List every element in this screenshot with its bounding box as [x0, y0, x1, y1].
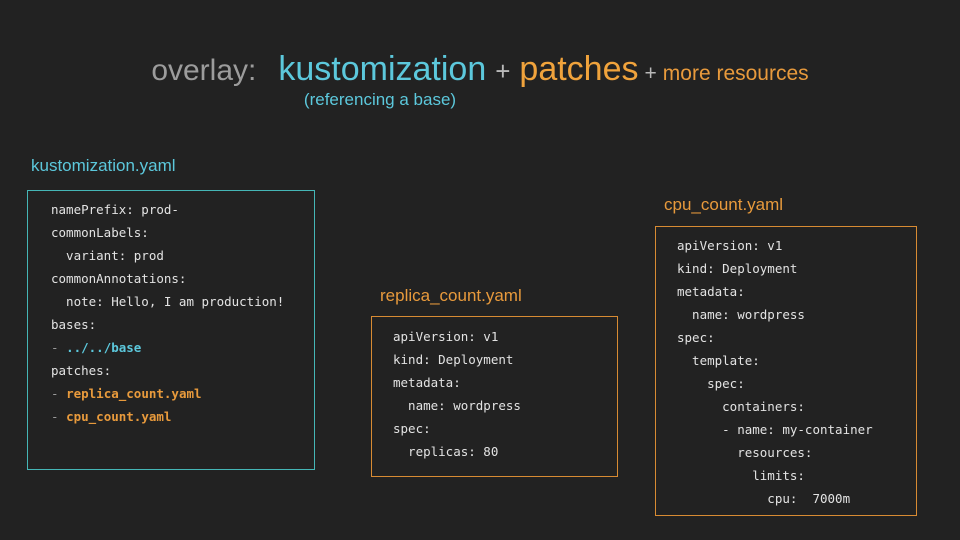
code-line: note: Hello, I am production! [51, 294, 285, 309]
code-block-replica-count-yaml: apiVersion: v1 kind: Deployment metadata… [393, 329, 521, 459]
code-line: bases: [51, 317, 97, 332]
code-line: commonLabels: [51, 225, 149, 240]
panel-box-cpu-count-yaml [655, 226, 917, 516]
code-line: variant: prod [51, 248, 164, 263]
title-plus-icon-2: + [644, 62, 657, 85]
title-term-kustomization: kustomization [278, 50, 487, 88]
code-line: - replica_count.yaml [51, 386, 202, 401]
title-term-patches: patches [519, 50, 639, 88]
slide-subtitle: (referencing a base) [303, 90, 457, 109]
code-block-kustomization-yaml: namePrefix: prod- commonLabels: variant:… [51, 198, 284, 428]
code-line: - ../../base [51, 340, 142, 355]
title-plus-icon-1: + [495, 56, 511, 86]
panel-title-cpu-count-yaml: cpu_count.yaml [664, 195, 784, 214]
panel-box-replica-count-yaml [371, 316, 618, 477]
code-line: patches: [51, 363, 112, 378]
code-line: - cpu_count.yaml [51, 409, 172, 424]
code-line: commonAnnotations: [51, 271, 187, 286]
code-line: namePrefix: prod- [51, 202, 179, 217]
panel-title-replica-count-yaml: replica_count.yaml [380, 286, 522, 305]
panel-box-kustomization-yaml [27, 190, 315, 470]
code-block-cpu-count-yaml: apiVersion: v1 kind: Deployment metadata… [677, 238, 873, 506]
slide-title: overlay:kustomization+patches+more resou… [0, 52, 960, 86]
panel-title-kustomization-yaml: kustomization.yaml [31, 156, 176, 175]
title-term-more-resources: more resources [662, 62, 809, 85]
title-overlay-label: overlay: [151, 54, 257, 87]
